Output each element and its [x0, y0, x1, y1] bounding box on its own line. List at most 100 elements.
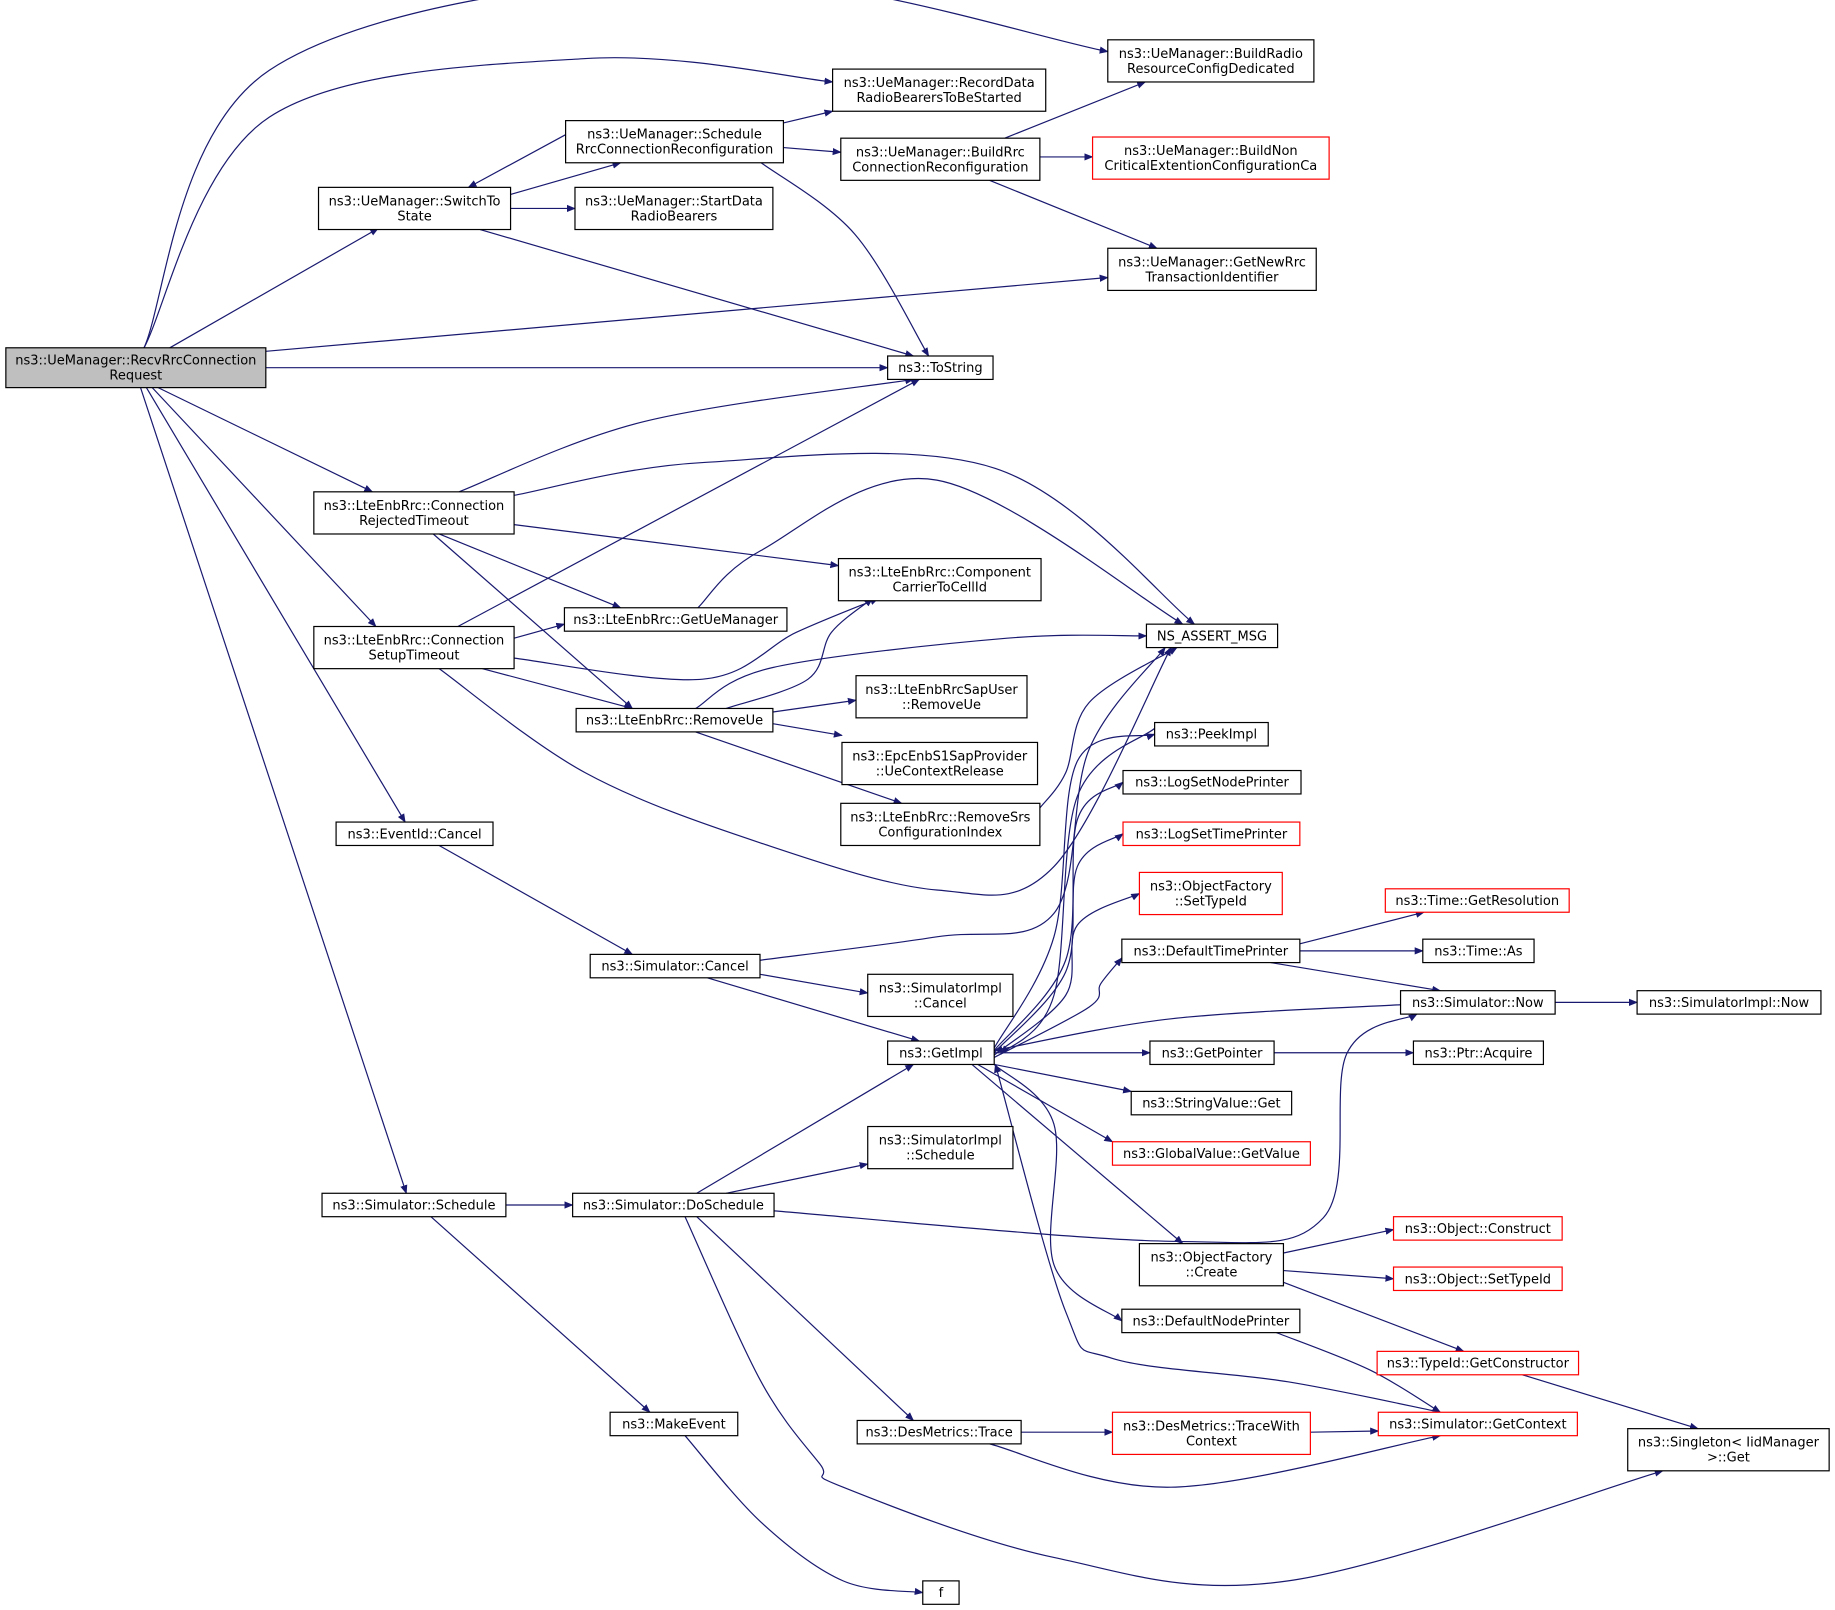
node-buildRrc[interactable]: ns3::UeManager::BuildRrcConnectionReconf…: [840, 137, 1041, 181]
node-label-singleton-1: >::Get: [1707, 1451, 1750, 1466]
node-sapUser[interactable]: ns3::LteEnbRrcSapUser::RemoveUe: [855, 675, 1028, 719]
node-defTime[interactable]: ns3::DefaultTimePrinter: [1121, 938, 1301, 964]
edge-simCancel-to-simImplCancel: [759, 973, 869, 996]
node-box-objSetType: [1138, 871, 1283, 916]
node-box-getCtor: [1376, 1350, 1580, 1376]
node-box-buildRrc: [840, 137, 1041, 181]
node-getCtor[interactable]: ns3::TypeId::GetConstructor: [1376, 1350, 1580, 1376]
node-box-simImplCancel: [867, 973, 1014, 1018]
node-label-f-0: f: [939, 1586, 944, 1601]
node-label-switchTo-0: ns3::UeManager::SwitchTo: [329, 194, 501, 209]
edge-recv-to-buildRadio: [143, 0, 1109, 349]
node-desTrace[interactable]: ns3::DesMetrics::Trace: [856, 1419, 1022, 1445]
node-label-sapUser-0: ns3::LteEnbRrcSapUser: [865, 683, 1018, 698]
node-box-objConstruct: [1392, 1216, 1563, 1241]
node-logNode[interactable]: ns3::LogSetNodePrinter: [1122, 769, 1302, 795]
node-timeAs[interactable]: ns3::Time::As: [1422, 938, 1535, 964]
edge-defNode-to-simGetCtx: [1276, 1332, 1442, 1413]
node-connRej[interactable]: ns3::LteEnbRrc::ConnectionRejectedTimeou…: [313, 491, 515, 535]
edge-switchTo-to-toString: [479, 228, 915, 358]
node-buildRadio[interactable]: ns3::UeManager::BuildRadioResourceConfig…: [1107, 39, 1315, 83]
node-removeSrs[interactable]: ns3::LteEnbRrc::RemoveSrsConfigurationIn…: [840, 802, 1041, 847]
edge-recv-to-eventCancel: [145, 387, 406, 823]
node-label-objSetType-0: ns3::ObjectFactory: [1150, 879, 1272, 894]
edge-removeUe-to-nsAssert: [695, 632, 1148, 710]
node-label-recv-0: ns3::UeManager::RecvRrcConnection: [15, 354, 256, 369]
node-simImplSched[interactable]: ns3::SimulatorImpl::Schedule: [867, 1125, 1014, 1170]
node-box-makeEvent: [609, 1411, 739, 1437]
node-simImplNow[interactable]: ns3::SimulatorImpl::Now: [1636, 990, 1822, 1015]
node-label-removeSrs-0: ns3::LteEnbRrc::RemoveSrs: [850, 810, 1030, 825]
node-simNow[interactable]: ns3::Simulator::Now: [1399, 990, 1556, 1015]
node-peekImpl[interactable]: ns3::PeekImpl: [1154, 721, 1269, 747]
node-buildNon[interactable]: ns3::UeManager::BuildNonCriticalExtentio…: [1091, 136, 1330, 180]
edge-schedRrc-to-recordData: [783, 109, 834, 124]
node-box-timeRes: [1384, 888, 1570, 913]
node-label-recordData-0: ns3::UeManager::RecordData: [844, 76, 1035, 91]
edge-switchTo-to-schedRrc: [510, 161, 622, 195]
edge-recv-to-switchTo: [169, 227, 380, 349]
node-label-epcEnb-1: ::UeContextRelease: [876, 765, 1004, 780]
node-getNewRrc[interactable]: ns3::UeManager::GetNewRrcTransactionIden…: [1107, 247, 1317, 292]
node-simGetCtx[interactable]: ns3::Simulator::GetContext: [1377, 1411, 1578, 1437]
node-label-doSchedule-0: ns3::Simulator::DoSchedule: [583, 1198, 764, 1213]
node-simImplCancel[interactable]: ns3::SimulatorImpl::Cancel: [867, 973, 1014, 1018]
edge-recv-to-getNewRrc: [265, 274, 1109, 352]
node-recordData[interactable]: ns3::UeManager::RecordDataRadioBearersTo…: [832, 68, 1047, 112]
node-getUeMgr[interactable]: ns3::LteEnbRrc::GetUeManager: [563, 607, 788, 632]
node-globalGet[interactable]: ns3::GlobalValue::GetValue: [1111, 1141, 1311, 1166]
node-box-f: [922, 1580, 960, 1605]
node-getPointer[interactable]: ns3::GetPointer: [1149, 1040, 1275, 1066]
node-doSchedule[interactable]: ns3::Simulator::DoSchedule: [572, 1192, 775, 1218]
node-eventCancel[interactable]: ns3::EventId::Cancel: [335, 821, 494, 847]
node-box-globalGet: [1111, 1141, 1311, 1166]
node-box-desTrace: [856, 1419, 1022, 1445]
node-simCancel[interactable]: ns3::Simulator::Cancel: [589, 953, 761, 979]
node-singleton[interactable]: ns3::Singleton< IidManager >::Get: [1627, 1428, 1830, 1472]
node-epcEnb[interactable]: ns3::EpcEnbS1SapProvider::UeContextRelea…: [841, 741, 1039, 786]
node-objSetType[interactable]: ns3::ObjectFactory::SetTypeId: [1138, 871, 1283, 916]
node-objCreate[interactable]: ns3::ObjectFactory::Create: [1138, 1243, 1285, 1287]
node-label-logTime-0: ns3::LogSetTimePrinter: [1136, 827, 1288, 842]
node-box-defNode: [1121, 1308, 1301, 1334]
nodes: ns3::UeManager::RecvRrcConnectionRequest…: [5, 39, 1830, 1605]
node-label-simImplSched-0: ns3::SimulatorImpl: [879, 1134, 1002, 1149]
node-objSetTypeId[interactable]: ns3::Object::SetTypeId: [1392, 1266, 1563, 1292]
node-getImpl[interactable]: ns3::GetImpl: [887, 1040, 995, 1066]
node-nsAssert[interactable]: NS_ASSERT_MSG: [1145, 623, 1279, 649]
node-logTime[interactable]: ns3::LogSetTimePrinter: [1122, 821, 1301, 847]
node-label-schedRrc-0: ns3::UeManager::Schedule: [587, 128, 762, 143]
node-timeRes[interactable]: ns3::Time::GetResolution: [1384, 888, 1570, 913]
node-box-getUeMgr: [563, 607, 788, 632]
edge-connRej-to-toString: [458, 377, 915, 493]
edge-getImpl-to-logTime: [993, 833, 1124, 1054]
edge-objCreate-to-objConstruct: [1283, 1227, 1395, 1254]
node-label-objSetTypeId-0: ns3::Object::SetTypeId: [1405, 1272, 1551, 1287]
node-strGet[interactable]: ns3::StringValue::Get: [1130, 1090, 1293, 1116]
node-label-startData-0: ns3::UeManager::StartData: [585, 194, 763, 209]
node-makeEvent[interactable]: ns3::MakeEvent: [609, 1411, 739, 1437]
node-defNode[interactable]: ns3::DefaultNodePrinter: [1121, 1308, 1301, 1334]
node-box-peekImpl: [1154, 721, 1269, 747]
node-label-logNode-0: ns3::LogSetNodePrinter: [1135, 776, 1289, 791]
node-box-recordData: [832, 68, 1047, 112]
node-label-compCarrier-0: ns3::LteEnbRrc::Component: [848, 566, 1031, 581]
node-toString[interactable]: ns3::ToString: [887, 355, 994, 381]
node-simSchedule[interactable]: ns3::Simulator::Schedule: [321, 1192, 507, 1218]
node-ptrAcquire[interactable]: ns3::Ptr::Acquire: [1412, 1040, 1545, 1066]
node-f[interactable]: f: [922, 1580, 960, 1605]
node-objConstruct[interactable]: ns3::Object::Construct: [1392, 1216, 1563, 1241]
node-box-strGet: [1130, 1090, 1293, 1116]
node-label-buildNon-0: ns3::UeManager::BuildNon: [1124, 144, 1298, 159]
edge-removeUe-to-epcEnb: [772, 723, 843, 738]
node-schedRrc[interactable]: ns3::UeManager::ScheduleRrcConnectionRec…: [565, 120, 785, 164]
edge-doSchedule-to-simImplSched: [725, 1162, 869, 1194]
node-removeUe[interactable]: ns3::LteEnbRrc::RemoveUe: [575, 707, 774, 733]
edge-connSetup-to-compCarrier: [514, 597, 880, 681]
